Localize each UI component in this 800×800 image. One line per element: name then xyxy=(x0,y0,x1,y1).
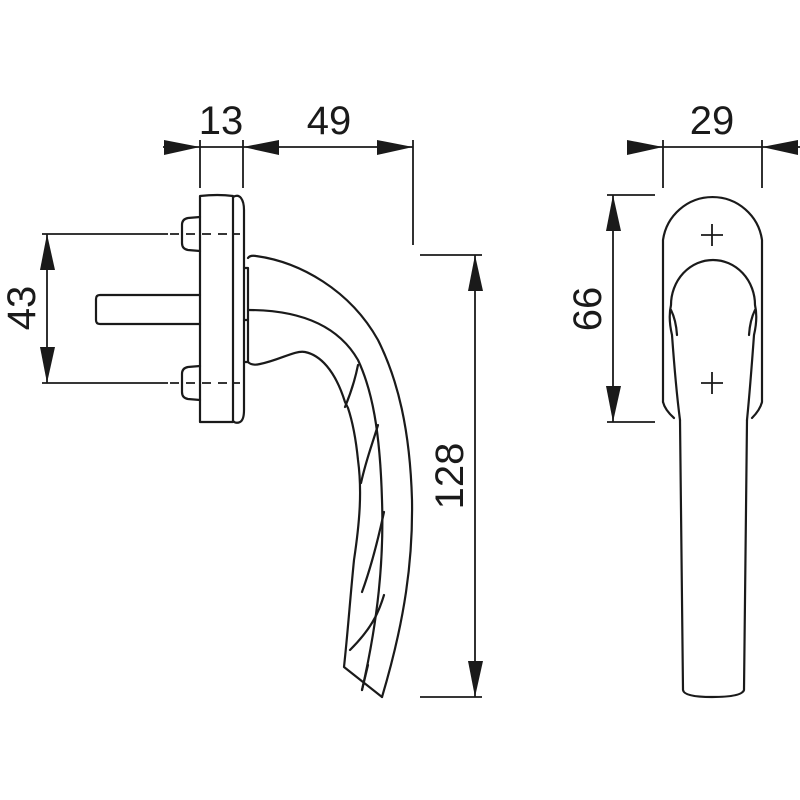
screw-position-top xyxy=(701,224,723,246)
handle-base xyxy=(242,266,250,364)
dimension-label-13: 13 xyxy=(199,99,244,143)
dimension-rose-depth-and-projection: 13 49 xyxy=(163,99,414,245)
arrow-icon xyxy=(627,140,663,155)
handle-facet-5 xyxy=(360,663,370,692)
dimension-label-29: 29 xyxy=(690,99,735,143)
handle-facet-3 xyxy=(360,510,386,594)
dimension-label-43: 43 xyxy=(0,286,44,331)
arrow-icon xyxy=(606,195,621,231)
dimension-handle-length: 128 xyxy=(420,254,483,698)
screw-position-bottom xyxy=(701,372,723,394)
square-spindle xyxy=(94,293,202,326)
dimension-screw-spacing: 43 xyxy=(0,233,168,384)
front-rose-bottom-left xyxy=(661,400,676,420)
arrow-icon xyxy=(468,661,483,697)
arrow-icon xyxy=(164,140,200,155)
front-handle-neck-right-edge xyxy=(747,308,757,337)
side-view: 13 49 43 128 xyxy=(0,99,483,699)
handle-lever-middle xyxy=(246,308,384,692)
arrow-icon xyxy=(606,386,621,422)
front-handle-outline xyxy=(678,418,749,699)
front-handle-neck xyxy=(668,258,758,422)
dimension-rose-width: 29 xyxy=(627,99,800,188)
arrow-icon xyxy=(40,234,55,270)
dimension-label-49: 49 xyxy=(307,99,352,143)
handle-facet-1 xyxy=(343,363,360,409)
rose-plate xyxy=(198,193,235,424)
arrow-icon xyxy=(40,347,55,383)
front-view: 29 66 xyxy=(566,99,800,699)
dimension-label-128: 128 xyxy=(428,443,472,510)
rose-cover xyxy=(231,194,246,424)
arrow-icon xyxy=(468,255,483,291)
arrow-icon xyxy=(762,140,798,155)
handle-facet-2 xyxy=(359,423,380,485)
dimension-label-66: 66 xyxy=(566,287,610,332)
handle-facet-4 xyxy=(348,593,386,652)
dimension-rose-height: 66 xyxy=(566,194,655,423)
front-rose-outline xyxy=(661,196,764,420)
handle-lever-inner xyxy=(246,350,384,699)
front-handle-neck-left-edge xyxy=(669,308,679,337)
arrow-icon xyxy=(377,140,413,155)
screw-head-bottom xyxy=(180,364,202,402)
screw-head-top xyxy=(180,215,202,253)
handle-lever-outer xyxy=(246,254,414,699)
arrow-icon xyxy=(243,140,279,155)
